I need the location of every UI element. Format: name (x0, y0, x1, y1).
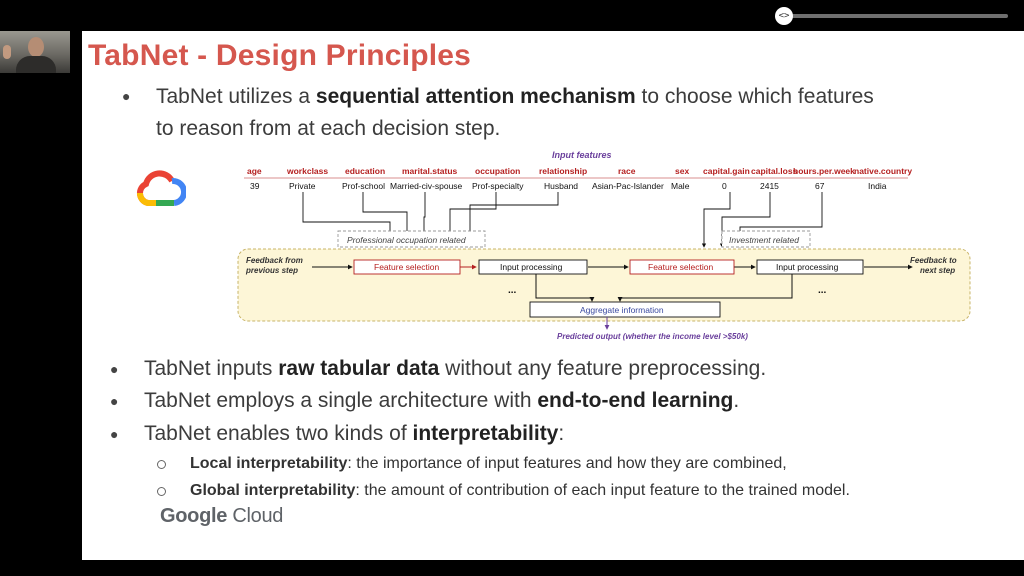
webcam-hand (3, 45, 11, 59)
scrubber-track[interactable] (784, 14, 1008, 18)
webcam-body (16, 56, 56, 73)
header-capital-loss: capital.loss (751, 166, 798, 176)
value-workclass: Private (289, 181, 316, 191)
header-occupation: occupation (475, 166, 520, 176)
bullet-dot-icon: ● (122, 88, 131, 104)
bullet-1: TabNet utilizes a sequential attention m… (156, 85, 874, 108)
feature-selection-label-2: Feature selection (648, 262, 713, 272)
slide-title: TabNet - Design Principles (88, 39, 472, 72)
group-professional-label: Professional occupation related (347, 235, 466, 245)
input-processing-label-1: Input processing (500, 262, 563, 272)
group-investment (721, 230, 811, 248)
value-education: Prof-school (342, 181, 385, 191)
value-hours-per-week: 67 (815, 181, 825, 191)
code-icon[interactable]: <> (775, 7, 793, 25)
value-relationship: Husband (544, 181, 578, 191)
feature-selection-box-1 (353, 259, 461, 275)
group-professional (337, 230, 486, 248)
bullet-dot-icon: ● (110, 426, 119, 442)
sub-bullet-circle-icon (157, 460, 166, 469)
feedback-out-label-1: Feedback to (910, 256, 957, 265)
input-features-label: Input features (552, 150, 612, 160)
webcam-thumbnail (0, 31, 70, 73)
header-workclass: workclass (286, 166, 328, 176)
value-age: 39 (250, 181, 260, 191)
header-race: race (618, 166, 636, 176)
input-processing-box-2 (756, 259, 864, 275)
ellipsis-2: ... (818, 285, 827, 296)
webcam-head (28, 37, 44, 57)
value-capital-gain: 0 (722, 181, 727, 191)
value-sex: Male (671, 181, 690, 191)
aggregate-label: Aggregate information (580, 305, 664, 315)
header-relationship: relationship (539, 166, 587, 176)
value-marital-status: Married-civ-spouse (390, 181, 463, 191)
bullet-3: TabNet employs a single architecture wit… (144, 389, 740, 412)
input-processing-box-1 (478, 259, 588, 275)
google-cloud-wordmark: Google Cloud (160, 505, 284, 527)
input-processing-label-2: Input processing (776, 262, 839, 272)
header-sex: sex (675, 166, 689, 176)
header-age: age (247, 166, 262, 176)
tabnet-diagram: Input features age workclass education m… (237, 150, 971, 341)
aggregate-box (529, 301, 721, 318)
bullet-dot-icon: ● (110, 393, 119, 409)
predicted-output-label: Predicted output (whether the income lev… (557, 332, 748, 341)
bullet-4: TabNet enables two kinds of interpretabi… (144, 422, 565, 445)
group-investment-label: Investment related (729, 235, 799, 245)
bullet-1-line-2: to reason from at each decision step. (156, 117, 501, 140)
value-race: Asian-Pac-Islander (592, 181, 664, 191)
header-marital-status: marital.status (402, 166, 458, 176)
google-cloud-icon (136, 170, 186, 206)
value-occupation: Prof-specialty (472, 181, 524, 191)
sub-bullet-circle-icon (157, 487, 166, 496)
header-capital-gain: capital.gain (703, 166, 750, 176)
sub-bullet-2: Global interpretability: the amount of c… (190, 482, 850, 499)
sub-bullet-1: Local interpretability: the importance o… (190, 455, 787, 472)
header-education: education (345, 166, 385, 176)
feedback-out-label-2: next step (920, 266, 955, 275)
bullet-2: TabNet inputs raw tabular data without a… (144, 357, 767, 380)
slide: TabNet - Design Principles ● TabNet util… (82, 31, 1024, 560)
ellipsis-1: ... (508, 285, 517, 296)
feedback-in-label-1: Feedback from (246, 256, 303, 265)
header-hours-per-week: hours.per.week (793, 166, 855, 176)
video-scrubber[interactable]: <> (770, 7, 1008, 25)
header-native-country: native.country (854, 166, 912, 176)
bullet-dot-icon: ● (110, 361, 119, 377)
feature-selection-box-2 (629, 259, 735, 275)
value-capital-loss: 2415 (760, 181, 779, 191)
feature-selection-label-1: Feature selection (374, 262, 439, 272)
feedback-in-label-2: previous step (245, 266, 298, 275)
value-native-country: India (868, 181, 887, 191)
